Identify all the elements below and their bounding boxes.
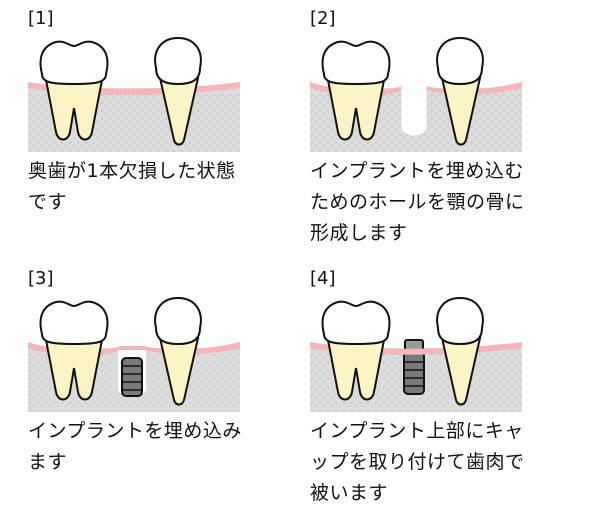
caption-line: インプラント上部にキャ	[310, 420, 524, 442]
step-3-illustration	[28, 296, 240, 412]
right-premolar	[154, 296, 202, 406]
left-molar	[39, 40, 109, 141]
drilled-hole	[401, 85, 427, 136]
step-caption: インプラント上部にキャ ップを取り付けて歯肉で 被います	[310, 416, 590, 509]
step-1-illustration	[28, 36, 240, 152]
caption-line: インプラントを埋め込み	[28, 420, 242, 442]
right-premolar	[436, 36, 484, 146]
caption-line: ップを取り付けて歯肉で	[310, 451, 525, 473]
step-number: [1]	[28, 8, 54, 29]
right-premolar	[436, 296, 484, 406]
caption-line: 形成します	[310, 222, 408, 244]
step-4-illustration	[310, 296, 522, 412]
caption-line: 奥歯が1本欠損した状態	[28, 160, 236, 182]
left-molar	[39, 300, 109, 401]
step-caption: インプラントを埋め込み ます	[28, 416, 308, 478]
implant-fixture	[121, 357, 143, 397]
step-number: [3]	[28, 268, 54, 289]
healing-cap	[404, 339, 424, 351]
right-premolar	[154, 36, 202, 146]
caption-line: ます	[28, 451, 68, 473]
implant-fixture	[403, 351, 425, 395]
step-caption: 奥歯が1本欠損した状態 です	[28, 156, 308, 218]
step-2-illustration	[310, 36, 522, 152]
caption-line: インプラントを埋め込む	[310, 160, 524, 182]
left-molar	[321, 40, 391, 141]
left-molar	[321, 300, 391, 401]
step-number: [2]	[310, 8, 336, 29]
caption-line: ためのホールを顎の骨に	[310, 191, 525, 213]
caption-line: です	[28, 191, 68, 213]
caption-line: 被います	[310, 482, 389, 504]
step-caption: インプラントを埋め込む ためのホールを顎の骨に 形成します	[310, 156, 590, 249]
step-number: [4]	[310, 268, 336, 289]
